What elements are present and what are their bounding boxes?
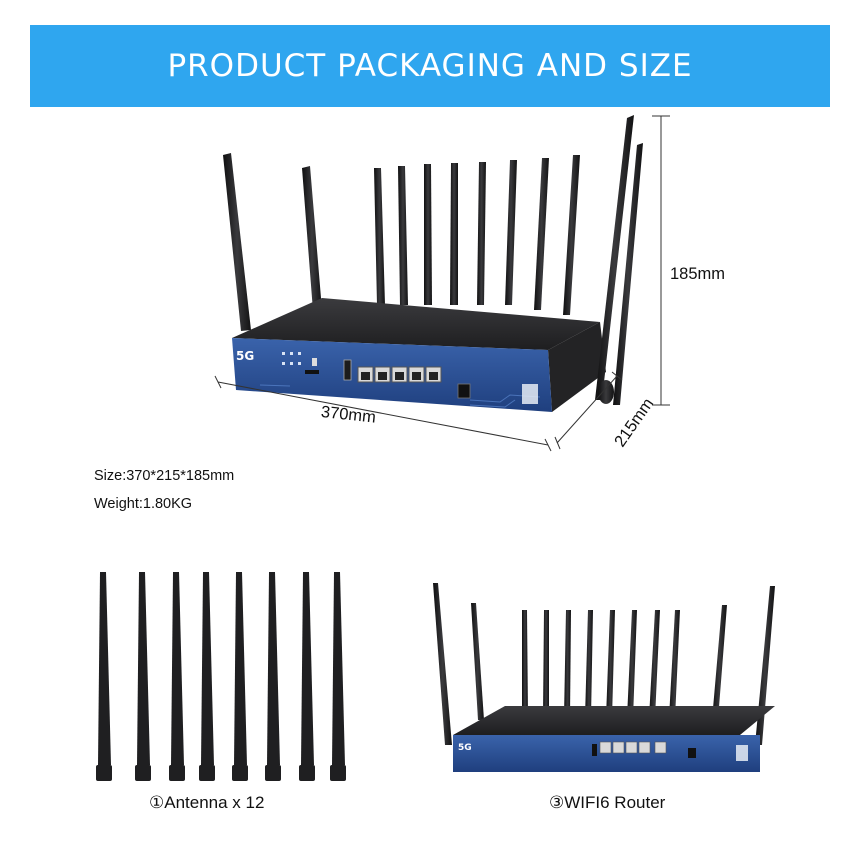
antenna <box>232 572 248 781</box>
svg-text:5G: 5G <box>236 349 254 363</box>
antenna <box>96 572 112 781</box>
antenna <box>330 572 346 781</box>
wifi6-router: 5G <box>433 583 775 772</box>
antenna <box>265 572 281 781</box>
title-banner: PRODUCT PACKAGING AND SIZE <box>30 25 830 107</box>
antenna-set <box>96 572 346 781</box>
antenna-caption: ①Antenna x 12 <box>149 793 265 812</box>
banner-title: PRODUCT PACKAGING AND SIZE <box>167 48 693 84</box>
main-router: 5G <box>214 115 670 452</box>
antenna <box>199 572 215 781</box>
antenna <box>135 572 151 781</box>
antenna <box>299 572 315 781</box>
size-spec: Size:370*215*185mm <box>94 468 235 484</box>
antenna <box>169 572 185 781</box>
router-antennas <box>223 153 580 331</box>
front-antennas <box>595 115 643 405</box>
router-caption: ③WIFI6 Router <box>549 793 666 812</box>
svg-text:5G: 5G <box>458 743 472 753</box>
ethernet-ports <box>357 366 442 383</box>
dimension-lines <box>214 115 670 452</box>
weight-spec: Weight:1.80KG <box>94 496 193 512</box>
height-label: 185mm <box>670 265 726 283</box>
